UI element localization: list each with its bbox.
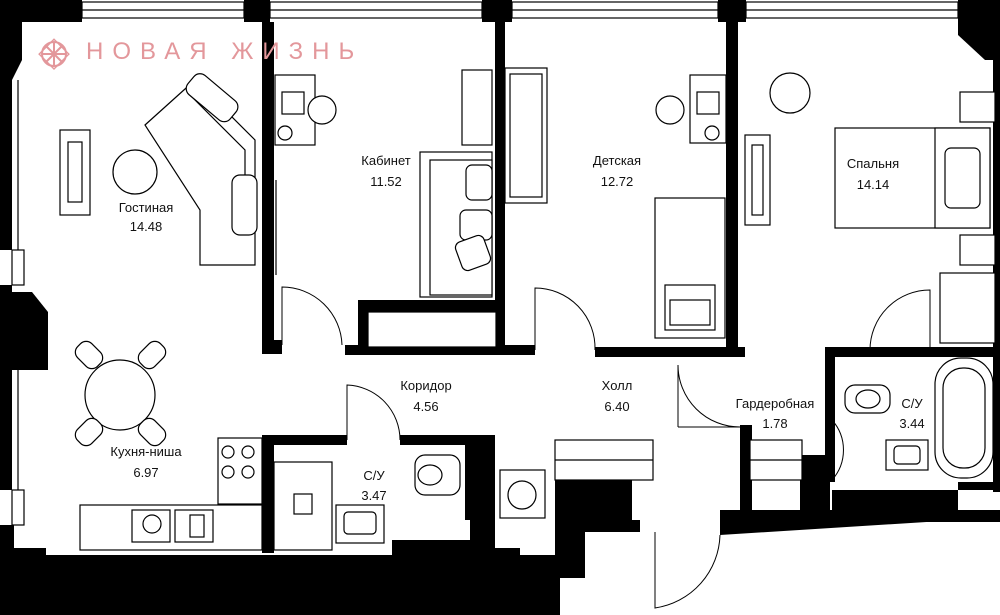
doors — [281, 286, 931, 609]
room-name-kitchen: Кухня-ниша — [110, 444, 182, 459]
room-area-wardrobe: 1.78 — [762, 416, 787, 431]
room-labels: Гостиная 14.48 Кабинет 11.52 Детская 12.… — [110, 153, 924, 503]
brand-logo-icon — [38, 38, 70, 70]
kids-furniture — [504, 67, 727, 339]
room-area-hall: 6.40 — [604, 399, 629, 414]
bath2-furniture — [844, 357, 994, 479]
bedroom-furniture — [744, 72, 996, 344]
room-name-bedroom: Спальня — [847, 156, 899, 171]
hall-furniture — [554, 439, 803, 481]
room-area-bedroom: 14.14 — [857, 177, 890, 192]
bath1-furniture — [273, 454, 546, 551]
room-name-living: Гостиная — [119, 200, 174, 215]
room-area-kitchen: 6.97 — [133, 465, 158, 480]
room-area-kids: 12.72 — [601, 174, 634, 189]
brand-name: НОВАЯ ЖИЗНЬ — [86, 38, 364, 65]
room-name-kids: Детская — [593, 153, 641, 168]
room-name-hall: Холл — [602, 378, 633, 393]
interior-walls — [262, 22, 1000, 553]
living-furniture — [59, 73, 258, 266]
room-area-bath2: 3.44 — [899, 416, 924, 431]
room-name-bath1: С/У — [363, 468, 385, 483]
top-windows — [81, 1, 959, 19]
room-area-bath1: 3.47 — [361, 488, 386, 503]
room-name-corridor: Коридор — [400, 378, 451, 393]
room-name-wardrobe: Гардеробная — [736, 396, 815, 411]
room-area-corridor: 4.56 — [413, 399, 438, 414]
room-area-office: 11.52 — [370, 174, 402, 189]
office-furniture — [274, 69, 497, 348]
room-name-bath2: С/У — [901, 396, 923, 411]
kitchen-furniture — [74, 340, 263, 551]
room-area-living: 14.48 — [130, 219, 163, 234]
left-windows — [11, 80, 25, 526]
room-name-office: Кабинет — [361, 153, 410, 168]
